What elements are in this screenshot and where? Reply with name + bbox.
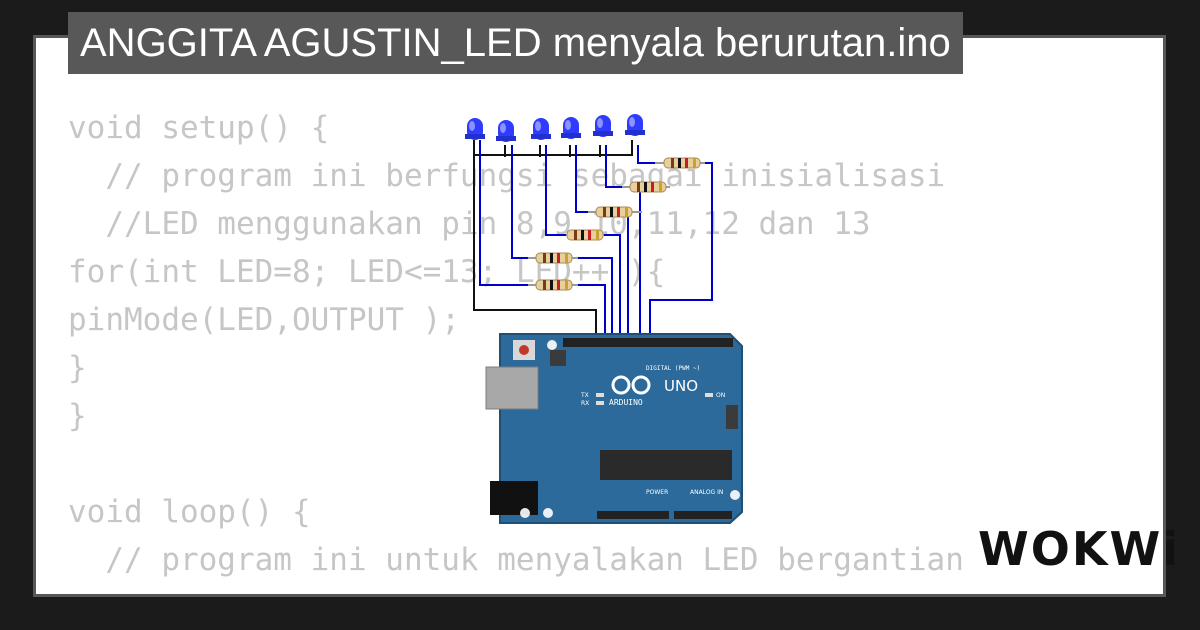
code-line: pinMode(LED,OUTPUT ); bbox=[68, 302, 460, 338]
digital-label: DIGITAL (PWM ~) bbox=[646, 365, 700, 372]
wokwi-logo: WOKWi bbox=[978, 522, 1180, 576]
led bbox=[625, 114, 645, 136]
rx-label: RX bbox=[581, 400, 589, 407]
atmega-chip bbox=[600, 450, 732, 480]
resistor bbox=[566, 229, 604, 241]
resistor bbox=[622, 181, 670, 193]
analog-label: ANALOG IN bbox=[690, 489, 723, 496]
resistors bbox=[528, 157, 705, 291]
project-title: ANGGITA AGUSTIN_LED menyala berurutan.in… bbox=[68, 12, 963, 74]
resistor bbox=[528, 279, 578, 291]
code-line: } bbox=[68, 350, 87, 386]
code-line: // program ini untuk menyalakan LED berg… bbox=[68, 542, 964, 578]
code-preview: void setup() { // program ini berfungsi … bbox=[68, 104, 964, 594]
led bbox=[593, 115, 613, 137]
led bbox=[531, 118, 551, 140]
wires bbox=[473, 140, 713, 340]
arduino-label: ARDUINO bbox=[609, 398, 643, 407]
usb-port bbox=[485, 366, 539, 410]
code-line: for(int LED=8; LED<=13; LED++){ bbox=[68, 584, 964, 594]
power-jack bbox=[490, 481, 538, 515]
code-line: void loop() { bbox=[68, 494, 311, 530]
power-header bbox=[597, 511, 669, 519]
uno-label: UNO bbox=[664, 377, 698, 395]
digital-header bbox=[563, 338, 733, 347]
led bbox=[465, 118, 485, 140]
analog-header bbox=[674, 511, 732, 519]
power-label: POWER bbox=[646, 489, 668, 496]
on-label: ON bbox=[716, 392, 725, 399]
resistor bbox=[588, 206, 642, 218]
led bbox=[561, 117, 581, 139]
resistor bbox=[655, 157, 705, 169]
tx-label: TX bbox=[580, 392, 589, 399]
code-line: } bbox=[68, 398, 87, 434]
led bbox=[496, 120, 516, 142]
arduino-uno-board: DIGITAL (PWM ~) UNO ARDUINO ON TX RX POW… bbox=[485, 333, 743, 524]
code-line: void setup() { bbox=[68, 110, 330, 146]
resistor bbox=[528, 252, 578, 264]
leds bbox=[465, 114, 645, 142]
